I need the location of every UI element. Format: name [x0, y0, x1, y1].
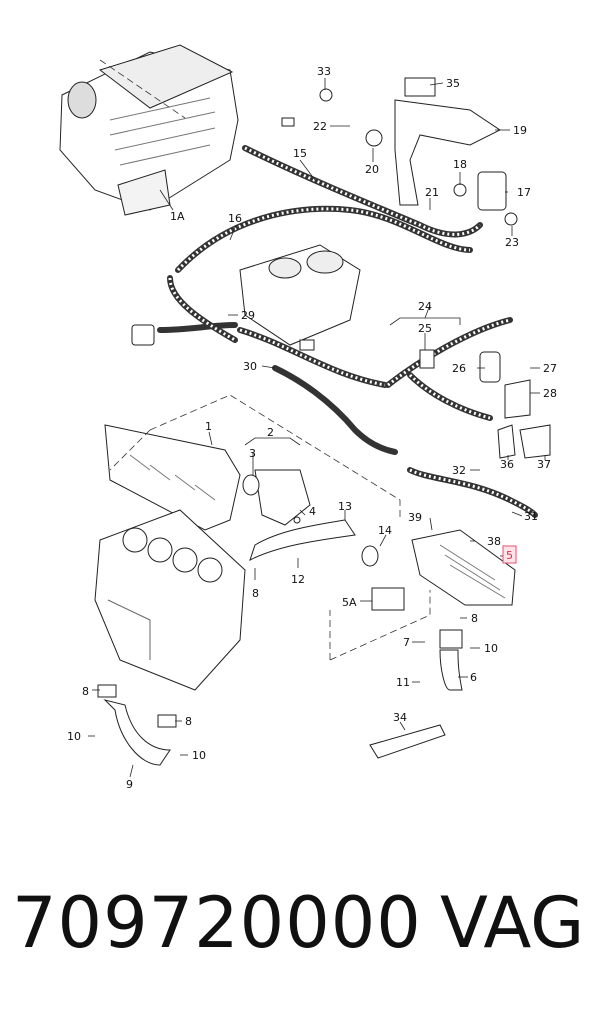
- callout-3: 3: [249, 447, 256, 460]
- callout-4: 4: [309, 505, 316, 518]
- callout-32: 32: [452, 464, 466, 477]
- callout-labels: 1A 33 35 22 19 15 20 18 17 21 23 16 24 2…: [67, 65, 557, 791]
- callout-13: 13: [338, 500, 352, 513]
- callout-36: 36: [500, 458, 514, 471]
- exhaust-manifold: [104, 424, 311, 531]
- callout-24: 24: [418, 300, 432, 313]
- valve-cluster: [131, 324, 551, 459]
- callout-20: 20: [365, 163, 379, 176]
- egr-pipe: [249, 519, 405, 611]
- callout-2: 2: [267, 426, 274, 439]
- callout-5A: 5A: [342, 596, 357, 609]
- egr-cooler: [411, 529, 516, 691]
- exploded-parts-diagram: 1A 33 35 22 19 15 20 18 17 21 23 16 24 2…: [59, 44, 557, 791]
- callout-9: 9: [126, 778, 133, 791]
- air-filter-housing: [59, 44, 239, 216]
- callout-38: 38: [487, 535, 501, 548]
- part-number: 709720000: [12, 882, 422, 964]
- callout-7: 7: [403, 636, 410, 649]
- callout-28: 28: [543, 387, 557, 400]
- callout-8-left: 8: [252, 587, 259, 600]
- callout-8-right: 8: [471, 612, 478, 625]
- callout-11: 11: [396, 676, 410, 689]
- callout-27: 27: [543, 362, 557, 375]
- callout-15: 15: [293, 147, 307, 160]
- callout-21: 21: [425, 186, 439, 199]
- callout-23: 23: [505, 236, 519, 249]
- callout-34: 34: [393, 711, 407, 724]
- callout-29: 29: [241, 309, 255, 322]
- group-outlines: [99, 59, 431, 661]
- callout-30: 30: [243, 360, 257, 373]
- engine-block: [94, 509, 246, 691]
- brand-name: VAG: [440, 882, 585, 964]
- callout-8-bottom-left: 8: [82, 685, 89, 698]
- callout-8-bottom: 8: [185, 715, 192, 728]
- callout-31: 31: [524, 510, 538, 523]
- highlighted-part-box[interactable]: [502, 545, 517, 564]
- callout-16: 16: [228, 212, 242, 225]
- callout-6: 6: [470, 671, 477, 684]
- callout-14: 14: [378, 524, 392, 537]
- callout-18: 18: [453, 158, 467, 171]
- callout-17: 17: [517, 186, 531, 199]
- bottom-pipe: [97, 684, 446, 766]
- callout-1: 1: [205, 420, 212, 433]
- callout-10-bottom-left: 10: [67, 730, 81, 743]
- callout-22: 22: [313, 120, 327, 133]
- callout-1A: 1A: [170, 210, 185, 223]
- callout-26: 26: [452, 362, 466, 375]
- callout-5-highlighted[interactable]: 5: [506, 549, 513, 562]
- callout-10-bottom: 10: [192, 749, 206, 762]
- callout-25: 25: [418, 322, 432, 335]
- callout-19: 19: [513, 124, 527, 137]
- callout-35: 35: [446, 77, 460, 90]
- callout-37: 37: [537, 458, 551, 471]
- callout-33: 33: [317, 65, 331, 78]
- cylinder-head-cover: [239, 244, 361, 346]
- callout-12: 12: [291, 573, 305, 586]
- leader-lines: [88, 78, 546, 778]
- bracket-assembly: [281, 77, 518, 226]
- callout-10-right: 10: [484, 642, 498, 655]
- callout-39: 39: [408, 511, 422, 524]
